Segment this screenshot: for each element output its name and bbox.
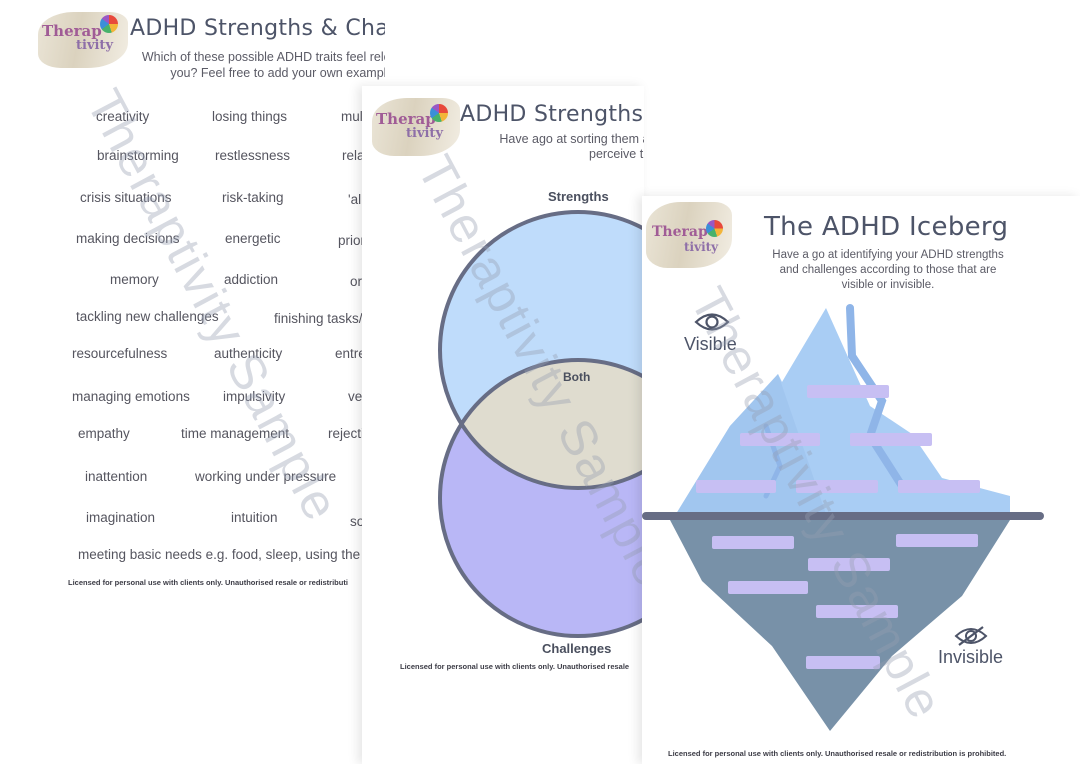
eye-icon xyxy=(694,313,730,331)
trait-placeholder xyxy=(850,433,932,446)
logo-brand-bottom: tivity xyxy=(406,126,443,141)
trait-placeholder xyxy=(806,656,880,669)
trait-item: memory xyxy=(110,272,159,287)
page-subtitle-line1: Which of these possible ADHD traits feel… xyxy=(141,50,385,64)
logo-head-icon xyxy=(430,104,448,122)
logo-brand-top: Therap xyxy=(42,22,102,40)
logo-brand-bottom: tivity xyxy=(76,38,113,53)
trait-item: brainstorming xyxy=(97,148,179,163)
trait-item: empathy xyxy=(78,426,130,441)
theraptivity-logo: Therap tivity xyxy=(646,202,732,268)
logo-brand-bottom: tivity xyxy=(684,240,719,254)
trait-placeholder xyxy=(796,480,878,493)
both-label: Both xyxy=(563,370,591,384)
trait-item: imagination xyxy=(86,510,156,525)
trait-item: authenticity xyxy=(214,346,283,361)
license-notice: Licensed for personal use with clients o… xyxy=(68,578,348,587)
page-subtitle-line2: perceive them. xyxy=(589,147,644,161)
trait-item: risk-taking xyxy=(222,190,284,205)
trait-item: impulsivity xyxy=(223,389,286,404)
trait-placeholder xyxy=(740,433,820,446)
logo-brand-top: Therap xyxy=(376,110,436,128)
trait-item: meeting basic needs e.g. food, sleep, us… xyxy=(78,547,361,562)
page-subtitle-line3: visible or invisible. xyxy=(841,279,935,291)
page-title: ADHD Strengths & Challenges xyxy=(460,102,644,127)
visible-label: Visible xyxy=(684,334,737,354)
trait-item: restlessness xyxy=(215,148,291,163)
page-subtitle-line2: and challenges according to those that a… xyxy=(779,264,997,276)
trait-placeholder xyxy=(816,605,898,618)
trait-item: addiction xyxy=(224,272,279,287)
iceberg-below-water xyxy=(670,520,1010,731)
page-subtitle-line2: you? Feel free to add your own examples xyxy=(170,66,385,80)
theraptivity-logo: Therap tivity xyxy=(38,12,128,68)
trait-item: losing things xyxy=(212,109,288,124)
trait-list-sheet: Therap tivity ADHD Strengths & Challenge… xyxy=(0,0,385,764)
trait-item: making decisions xyxy=(76,231,180,246)
page-title: ADHD Strengths & Challenges xyxy=(130,16,385,41)
trait-item: energetic xyxy=(225,231,281,246)
trait-item: tackling new challenges xyxy=(76,309,219,324)
strengths-label: Strengths xyxy=(548,189,609,204)
trait-placeholder xyxy=(807,385,889,398)
page-subtitle-line1: Have a go at identifying your ADHD stren… xyxy=(772,249,1004,261)
venn-diagram xyxy=(438,210,644,638)
theraptivity-logo: Therap tivity xyxy=(372,98,460,156)
page-title: The ADHD Iceberg xyxy=(764,212,1009,242)
trait-item: crisis situations xyxy=(80,190,172,205)
trait-item: time management xyxy=(181,426,290,441)
invisible-label: Invisible xyxy=(938,647,1004,667)
license-notice: Licensed for personal use with clients o… xyxy=(400,662,630,671)
trait-item: managing emotions xyxy=(72,389,190,404)
iceberg-diagram xyxy=(642,304,1044,731)
venn-sorting-sheet: Therap tivity ADHD Strengths & Challenge… xyxy=(362,86,644,764)
trait-item: finishing tasks/p xyxy=(274,311,371,326)
logo-head-icon xyxy=(706,220,723,237)
logo-head-icon xyxy=(100,15,118,33)
logo-brand-top: Therap xyxy=(652,224,708,240)
trait-item: rejectio xyxy=(328,426,372,441)
trait-placeholder xyxy=(808,558,890,571)
trait-placeholder xyxy=(728,581,808,594)
trait-item: resourcefulness xyxy=(72,346,168,361)
license-notice: Licensed for personal use with clients o… xyxy=(668,749,1007,758)
page-subtitle-line1: Have ago at sorting them according to ho… xyxy=(499,132,644,146)
trait-placeholder xyxy=(712,536,794,549)
trait-item: intuition xyxy=(231,510,278,525)
iceberg-sheet: Therap tivity The ADHD Iceberg Have a go… xyxy=(642,196,1080,764)
challenges-label: Challenges xyxy=(542,641,612,656)
trait-placeholder xyxy=(898,480,980,493)
overlap-region xyxy=(440,360,644,488)
eye-off-icon xyxy=(954,626,988,646)
trait-item: creativity xyxy=(96,109,150,124)
trait-item: working under pressure xyxy=(195,469,337,484)
trait-placeholder xyxy=(696,480,776,493)
trait-item: inattention xyxy=(85,469,148,484)
trait-placeholder xyxy=(896,534,978,547)
